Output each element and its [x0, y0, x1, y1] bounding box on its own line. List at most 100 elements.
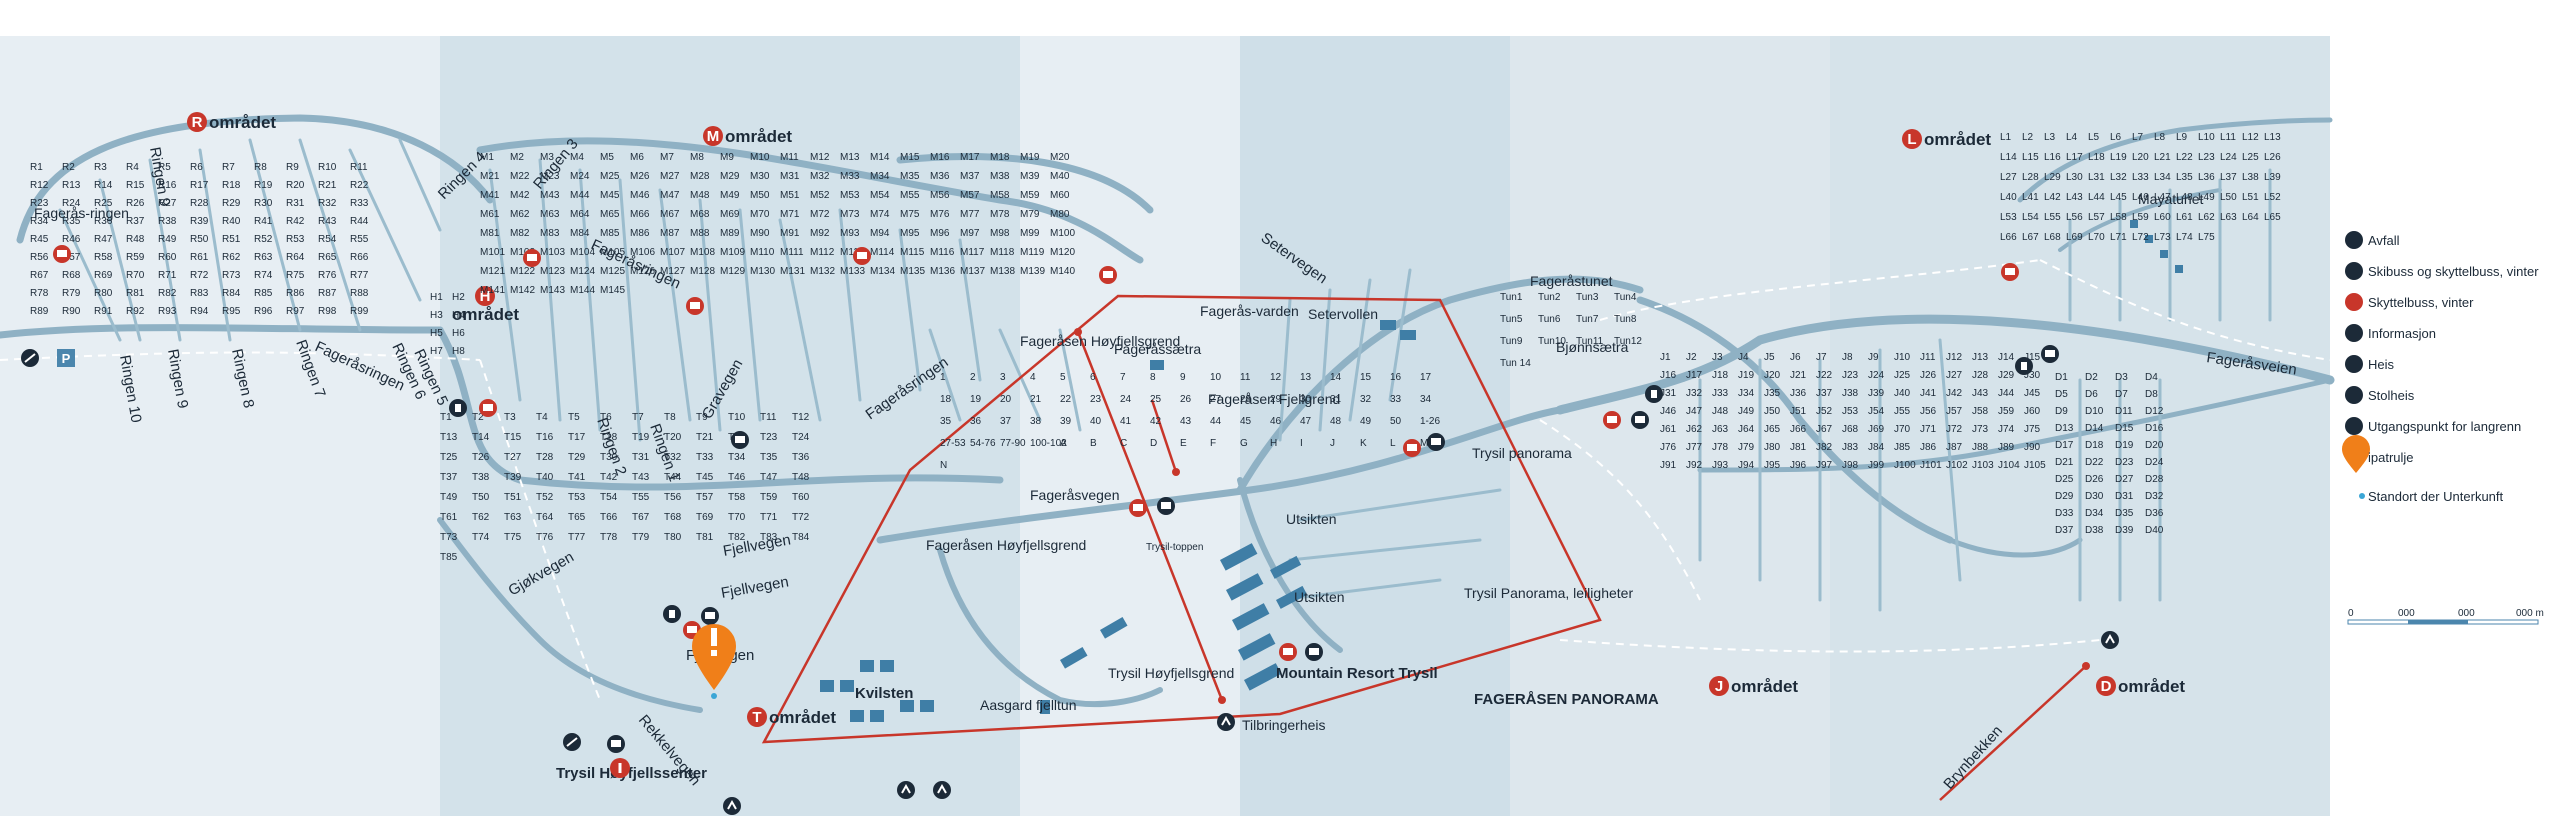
plot-label: M10	[750, 152, 770, 163]
legend-item: Skibuss og skyttelbuss, vinter	[2345, 262, 2539, 280]
info-icon[interactable]	[610, 758, 630, 778]
plot-label: L62	[2198, 212, 2215, 223]
chairlift-icon[interactable]	[897, 781, 915, 799]
ski-bus-icon[interactable]	[2041, 345, 2059, 363]
plot-label: J46	[1660, 406, 1677, 417]
shuttle-bus-icon[interactable]	[1099, 266, 1117, 284]
shuttle-bus-icon[interactable]	[2001, 263, 2019, 281]
plot-label: T65	[568, 512, 586, 523]
plot-label: R22	[350, 180, 369, 191]
ski-bus-icon[interactable]	[731, 431, 749, 449]
region-word: området	[452, 305, 519, 324]
plot-label: T69	[696, 512, 714, 523]
plot-label: R99	[350, 306, 369, 317]
plot-label: J11	[1920, 352, 1936, 363]
plot-label: J32	[1686, 388, 1703, 399]
ski-bus-icon[interactable]	[1631, 411, 1649, 429]
plot-label: J12	[1946, 352, 1963, 363]
shuttle-bus-icon[interactable]	[686, 297, 704, 315]
plot-label: L5	[2088, 132, 2100, 143]
waste-icon[interactable]	[449, 399, 467, 417]
plot-label: D4	[2145, 372, 2158, 383]
ski-bus-icon[interactable]	[1305, 643, 1323, 661]
shuttle-bus-icon[interactable]	[1603, 411, 1621, 429]
plot-label: L13	[2264, 132, 2281, 143]
ski-start-icon[interactable]	[21, 349, 39, 367]
plot-label: J3	[1712, 352, 1723, 363]
plot-label: R9	[286, 162, 299, 173]
shuttle-bus-icon[interactable]	[1129, 499, 1147, 517]
plot-label: M80	[1050, 209, 1070, 220]
plot-label: T47	[760, 472, 778, 483]
plot-label: M29	[720, 171, 740, 182]
plot-label: T53	[568, 492, 586, 503]
shuttle-bus-icon[interactable]	[1403, 439, 1421, 457]
ski-bus-icon[interactable]	[701, 607, 719, 625]
ski-bus-icon[interactable]	[1157, 497, 1175, 515]
plot-label: D8	[2145, 389, 2158, 400]
region-label-h: H området	[452, 286, 519, 324]
plot-label: D37	[2055, 525, 2074, 536]
plot-label: A	[1060, 438, 1067, 449]
shuttle-bus-icon[interactable]	[523, 249, 541, 267]
region-letter: J	[1715, 678, 1723, 695]
plot-label: M96	[930, 228, 950, 239]
chairlift-icon[interactable]	[933, 781, 951, 799]
area-fagerassaetra: Fageråssætra	[1114, 341, 1201, 357]
ski-bus-icon	[2345, 262, 2363, 280]
plot-label: D39	[2115, 525, 2134, 536]
plot-label: R75	[286, 270, 305, 281]
waste-icon[interactable]	[1645, 385, 1663, 403]
plot-label: R16	[158, 180, 177, 191]
plot-label: R76	[318, 270, 337, 281]
plot-label: T70	[728, 512, 746, 523]
waste-icon[interactable]	[2015, 357, 2033, 375]
plot-label: J83	[1842, 442, 1859, 453]
lift-icon[interactable]	[2101, 631, 2119, 649]
plot-label: L64	[2242, 212, 2259, 223]
ski-start-icon[interactable]	[563, 733, 581, 751]
plot-label: R69	[94, 270, 113, 281]
plot-label: N	[940, 460, 947, 471]
plot-label: J63	[1712, 424, 1729, 435]
parking-icon[interactable]: P	[57, 349, 75, 367]
region-letter: L	[1907, 131, 1916, 148]
plot-label: T21	[696, 432, 714, 443]
waste-icon[interactable]	[663, 605, 681, 623]
shuttle-bus-icon[interactable]	[479, 399, 497, 417]
plot-label: R78	[30, 288, 49, 299]
plot-label: M112	[810, 247, 835, 258]
plot-label: M134	[870, 266, 895, 277]
shuttle-bus-icon[interactable]	[53, 245, 71, 263]
accommodation-location-marker[interactable]	[692, 624, 736, 699]
plot-label: T18	[600, 432, 618, 443]
plot-label: J65	[1764, 424, 1781, 435]
plot-label: R5	[158, 162, 171, 173]
plot-label: M5	[600, 152, 614, 163]
plot-label: J79	[1738, 442, 1755, 453]
plot-label: L27	[2000, 172, 2017, 183]
ski-bus-icon[interactable]	[1427, 433, 1445, 451]
area-kvilsten: Kvilsten	[855, 685, 913, 702]
plot-label: L24	[2220, 152, 2237, 163]
lift-icon[interactable]	[1217, 713, 1235, 731]
plot-label: R80	[94, 288, 113, 299]
plot-label: L29	[2044, 172, 2061, 183]
area-fagerasen-hoyfjellsgrend-left: Fageråsen Høyfjellsgrend	[926, 537, 1086, 553]
plot-label: L16	[2044, 152, 2061, 163]
ski-bus-icon[interactable]	[607, 735, 625, 753]
lift-station	[1172, 468, 1180, 476]
plot-label: L55	[2044, 212, 2061, 223]
plot-label: M42	[510, 190, 530, 201]
shuttle-bus-icon[interactable]	[1279, 643, 1297, 661]
shuttle-bus-icon[interactable]	[853, 247, 871, 265]
plot-label: T15	[504, 432, 522, 443]
chairlift-icon[interactable]	[723, 797, 741, 815]
region-marker	[703, 126, 723, 146]
plot-label: T8	[664, 412, 676, 423]
plot-label: R20	[286, 180, 305, 191]
plot-label: M68	[690, 209, 710, 220]
plot-label: T40	[536, 472, 554, 483]
plot-label: L10	[2198, 132, 2215, 143]
